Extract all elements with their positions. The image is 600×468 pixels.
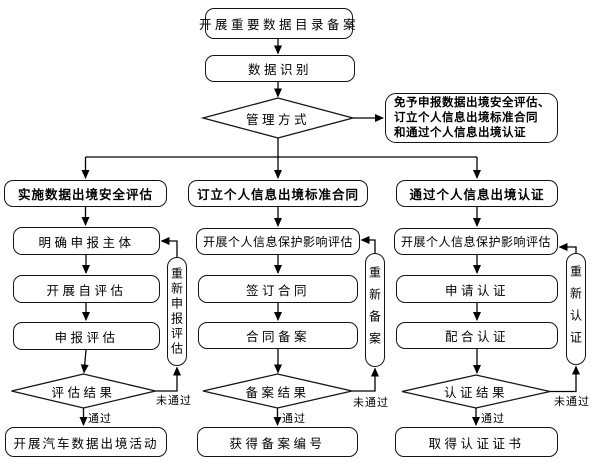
branch1-header: 实施数据出境安全评估 (4, 180, 167, 207)
node-data-identification: 数据识别 (205, 55, 355, 82)
exemption-line: 订立个人信息出境标准合同 (394, 111, 538, 124)
branch2-result: 获得备案编号 (197, 427, 358, 457)
branch3-redo-box: 重新认证 (566, 253, 586, 365)
branch3-header: 通过个人信息出境认证 (396, 180, 558, 207)
exemption-line: 和通过个人信息出境认证 (394, 126, 526, 139)
branch3-decision-label: 认证结果 (443, 385, 508, 400)
branch1-step-1: 明确申报主体 (13, 227, 160, 255)
branch2-redo-box: 重新备案 (365, 253, 385, 367)
branch2-pass-label: 通过 (282, 413, 306, 425)
branch1-redo-box: 重新申报评估 (167, 257, 187, 366)
branch1-pass-label: 通过 (88, 413, 112, 425)
edges-group (79, 39, 580, 426)
branch3-fail-label: 未通过 (554, 396, 590, 408)
branch2-step-3: 合同备案 (198, 322, 358, 349)
branch1-fail-label: 未通过 (156, 395, 192, 407)
branch3-step-3: 配合认证 (396, 322, 558, 349)
branch3-step-1: 开展个人信息保护影响评估 (394, 228, 558, 255)
node-start: 开展重要数据目录备案 (199, 8, 356, 39)
branch2-decision-label: 备案结果 (245, 385, 310, 400)
branch2-fail-label: 未通过 (353, 397, 389, 409)
branch3-step-2: 申请认证 (396, 275, 558, 303)
decision-management-label: 管理方式 (245, 112, 310, 127)
branch1-result: 开展汽车数据出境活动 (5, 427, 167, 457)
node-exemption: 免予申报数据出境安全评估、 订立个人信息出境标准合同 和通过个人信息出境认证 (385, 93, 558, 143)
branch3-pass-label: 通过 (481, 413, 505, 425)
branch1-decision-label: 评估结果 (51, 385, 116, 400)
branch1-step-2: 开展自评估 (13, 275, 160, 303)
branch2-step-1: 开展个人信息保护影响评估 (196, 228, 360, 255)
branch2-step-2: 签订合同 (198, 275, 358, 303)
exemption-line: 免予申报数据出境安全评估、 (394, 96, 550, 109)
branch1-step-3: 申报评估 (13, 322, 160, 350)
branch2-header: 订立个人信息出境标准合同 (188, 180, 368, 207)
branch3-result: 取得认证证书 (395, 427, 558, 457)
